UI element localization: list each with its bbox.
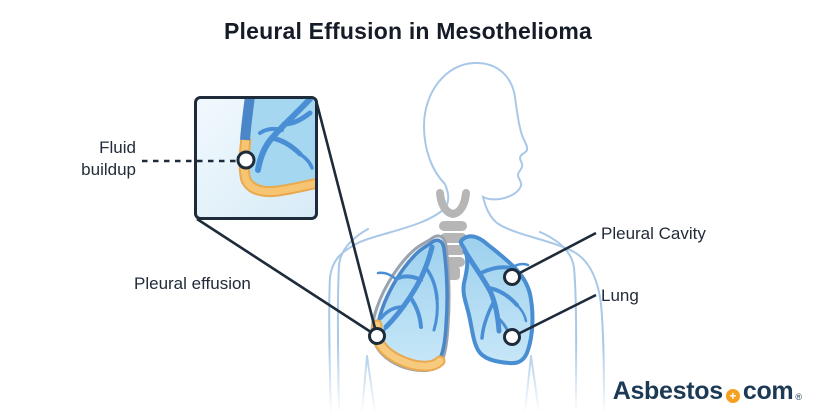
pleural-cavity-marker: [503, 268, 521, 286]
magnifier-line-top: [314, 99, 379, 337]
right-lung-illustration: [458, 234, 535, 366]
lung-marker: [503, 328, 521, 346]
magnifier-inset: [194, 96, 318, 220]
plus-badge-icon: +: [725, 389, 740, 403]
page-title: Pleural Effusion in Mesothelioma: [223, 18, 593, 44]
pleural-effusion-label: Pleural effusion: [134, 274, 251, 293]
pleural-cavity-label: Pleural Cavity: [601, 224, 706, 243]
registered-trademark-icon: ®: [795, 392, 802, 402]
inset-lung-edge-band: [240, 99, 255, 141]
inset-lung-body: [244, 99, 315, 193]
logo-brand-text: Asbestos: [612, 377, 723, 405]
pleural-cavity-line: [511, 231, 597, 279]
callout-lines: [142, 99, 597, 339]
fluid-buildup-marker: [236, 150, 256, 170]
asbestos-logo: Asbestos + com ®: [613, 377, 802, 406]
lung-label: Lung: [601, 286, 639, 305]
lung-line: [511, 293, 597, 339]
logo-tld-text: com: [742, 377, 794, 405]
magnifier-line-bottom: [196, 217, 378, 338]
pleural-effusion-marker: [368, 327, 386, 345]
callout-markers: [236, 150, 521, 346]
fluid-buildup-label: Fluid buildup: [81, 138, 136, 179]
right-lung-vessels: [462, 248, 530, 343]
left-lung-illustration: [370, 234, 451, 373]
inset-vessels: [255, 99, 314, 173]
